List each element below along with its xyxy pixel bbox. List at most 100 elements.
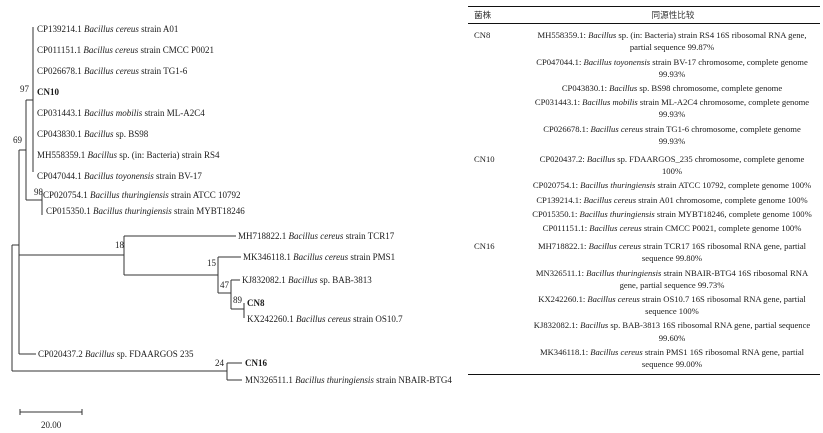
species-name: Bacillus cereus <box>587 294 640 305</box>
bootstrap-label: 24 <box>215 358 225 368</box>
leaf-label: MH718822.1 Bacillus cereus strain TCR17 <box>238 231 395 241</box>
leaf-label: CP031443.1 Bacillus mobilis strain ML-A2… <box>37 108 205 118</box>
table-row: CP011151.1: Bacillus cereus strain CMCC … <box>468 221 820 235</box>
homology-description: strain TG1-6 chromosome, complete genome… <box>642 123 801 146</box>
accession: CP031443.1: <box>534 97 583 108</box>
leaf-label: CP139214.1 Bacillus cereus strain A01 <box>37 24 178 34</box>
table-row: CP031443.1: Bacillus mobilis strain ML-A… <box>468 95 820 121</box>
homology-description: strain PMS1 16S ribosomal RNA gene, part… <box>641 346 805 370</box>
table-row: CP047044.1: Bacillus toyonensis strain B… <box>468 55 820 81</box>
species-name: Bacillus mobilis <box>582 97 638 108</box>
table-row: CP043830.1: Bacillus sp. BS98 chromosome… <box>468 81 820 95</box>
homology-description: strain MYBT18246, complete genome 100% <box>654 208 812 219</box>
phylogenetic-tree: 97 69 98 18 15 47 89 24 CP139214.1 Bacil… <box>11 24 452 430</box>
species-name: Bacillus toyonensis <box>583 56 651 67</box>
homology-description: strain ML-A2C4 chromosome, complete geno… <box>637 97 810 120</box>
strain-cell <box>468 221 526 235</box>
accession: CP015350.1: <box>532 208 580 219</box>
leaf-label: MK346118.1 Bacillus cereus strain PMS1 <box>243 252 395 262</box>
species-name: Bacillus cereus <box>590 123 643 134</box>
strain-cell: CN16 <box>474 241 495 252</box>
species-name: Bacillus thuringiensis <box>580 180 656 191</box>
leaf-label: MN326511.1 Bacillus thuringiensis strain… <box>245 375 452 385</box>
accession: CP020437.2: <box>539 154 587 165</box>
leaf-label: CP015350.1 Bacillus thuringiensis strain… <box>46 206 245 216</box>
header-strain: 菌株 <box>468 5 526 25</box>
bootstrap-label: 69 <box>13 135 23 145</box>
homology-description: sp. (in: Bacteria) strain RS4 16S riboso… <box>616 30 807 53</box>
strain-cell <box>468 178 526 192</box>
homology-cell: MH718822.1: Bacillus cereus strain TCR17… <box>526 235 820 265</box>
strain-cell <box>468 95 526 121</box>
homology-description: strain BV-17 chromosome, complete genome… <box>650 56 808 79</box>
homology-description: sp. FDAARGOS_235 chromosome, complete ge… <box>615 154 805 177</box>
homology-description: strain NBAIR-BTG4 16S ribosomal RNA gene… <box>619 267 809 290</box>
table-row: CP139214.1: Bacillus cereus strain A01 c… <box>468 193 820 207</box>
leaf-label: KJ832082.1 Bacillus sp. BAB-3813 <box>242 275 372 285</box>
homology-cell: CP015350.1: Bacillus thuringiensis strai… <box>526 207 820 221</box>
strain-cell <box>468 292 526 318</box>
leaf-label: CN16 <box>245 358 267 368</box>
species-name: Bacillus cereus <box>589 223 642 234</box>
leaf-label: CP020754.1 Bacillus thuringiensis strain… <box>43 190 241 200</box>
strain-cell <box>468 81 526 95</box>
leaf-label: CP026678.1 Bacillus cereus strain TG1-6 <box>37 66 188 76</box>
accession: KX242260.1: <box>538 294 588 305</box>
leaf-label: CN10 <box>37 87 59 97</box>
accession: MH558359.1: <box>537 30 589 41</box>
leaf-label: MH558359.1 Bacillus sp. (in: Bacteria) s… <box>37 150 220 160</box>
homology-description: sp. BAB-3813 16S ribosomal RNA gene, par… <box>608 320 811 343</box>
bootstrap-label: 98 <box>34 187 44 197</box>
accession: MK346118.1: <box>539 346 591 357</box>
table-row: CP015350.1: Bacillus thuringiensis strai… <box>468 207 820 221</box>
strain-cell: CN10 <box>474 154 495 165</box>
table-row: MN326511.1: Bacillus thuringiensis strai… <box>468 266 820 292</box>
homology-description: strain OS10.7 16S ribosomal RNA gene, pa… <box>639 294 806 317</box>
species-name: Bacillus <box>588 30 617 41</box>
homology-cell: CP026678.1: Bacillus cereus strain TG1-6… <box>526 122 820 148</box>
table-header-row: 菌株 同源性比较 <box>468 5 820 25</box>
table-row: CP026678.1: Bacillus cereus strain TG1-6… <box>468 122 820 148</box>
homology-description: strain ATCC 10792, complete genome 100% <box>655 180 812 191</box>
accession: CP026678.1: <box>543 123 591 134</box>
strain-cell <box>468 318 526 344</box>
strain-cell <box>468 193 526 207</box>
accession: CP047044.1: <box>536 56 584 67</box>
homology-cell: KJ832082.1: Bacillus sp. BAB-3813 16S ri… <box>526 318 820 344</box>
homology-description: strain A01 chromosome, complete genome 1… <box>636 194 808 205</box>
strain-cell <box>468 266 526 292</box>
bootstrap-label: 15 <box>207 258 217 268</box>
leaf-label: KX242260.1 Bacillus cereus strain OS10.7 <box>247 314 403 324</box>
accession: MH718822.1: <box>537 241 589 252</box>
accession: MN326511.1: <box>535 267 587 278</box>
homology-cell: CP043830.1: Bacillus sp. BS98 chromosome… <box>526 81 820 95</box>
species-name: Bacillus <box>586 154 616 165</box>
species-name: Bacillus cereus <box>583 194 637 205</box>
species-name: Bacillus <box>609 83 638 94</box>
homology-cell: KX242260.1: Bacillus cereus strain OS10.… <box>526 292 820 318</box>
table-row: CN10 CP020437.2: Bacillus sp. FDAARGOS_23… <box>468 148 820 178</box>
header-homology: 同源性比较 <box>526 5 820 25</box>
homology-cell: MK346118.1: Bacillus cereus strain PMS1 … <box>526 344 820 376</box>
homology-description: sp. BS98 chromosome, complete genome <box>637 83 783 94</box>
homology-cell: CP031443.1: Bacillus mobilis strain ML-A… <box>526 95 820 121</box>
homology-cell: MH558359.1: Bacillus sp. (in: Bacteria) … <box>526 24 820 55</box>
species-name: Bacillus cereus <box>590 346 643 357</box>
leaf-label: CP043830.1 Bacillus sp. BS98 <box>37 129 149 139</box>
table-row: CP020754.1: Bacillus thuringiensis strai… <box>468 178 820 192</box>
species-name: Bacillus thuringiensis <box>579 208 655 219</box>
table-row: MK346118.1: Bacillus cereus strain PMS1 … <box>468 344 820 376</box>
bootstrap-label: 47 <box>220 280 230 290</box>
table-row: KX242260.1: Bacillus cereus strain OS10.… <box>468 292 820 318</box>
table-row: CN16 MH718822.1: Bacillus cereus strain T… <box>468 235 820 265</box>
bootstrap-label: 18 <box>115 240 125 250</box>
accession: CP043830.1: <box>561 83 610 94</box>
leaf-label: CP011151.1 Bacillus cereus strain CMCC P… <box>37 45 214 55</box>
homology-cell: CP011151.1: Bacillus cereus strain CMCC … <box>526 221 820 235</box>
accession: CP011151.1: <box>542 223 590 234</box>
strain-cell <box>468 344 526 376</box>
scale-bar-label: 20.00 <box>41 420 62 430</box>
